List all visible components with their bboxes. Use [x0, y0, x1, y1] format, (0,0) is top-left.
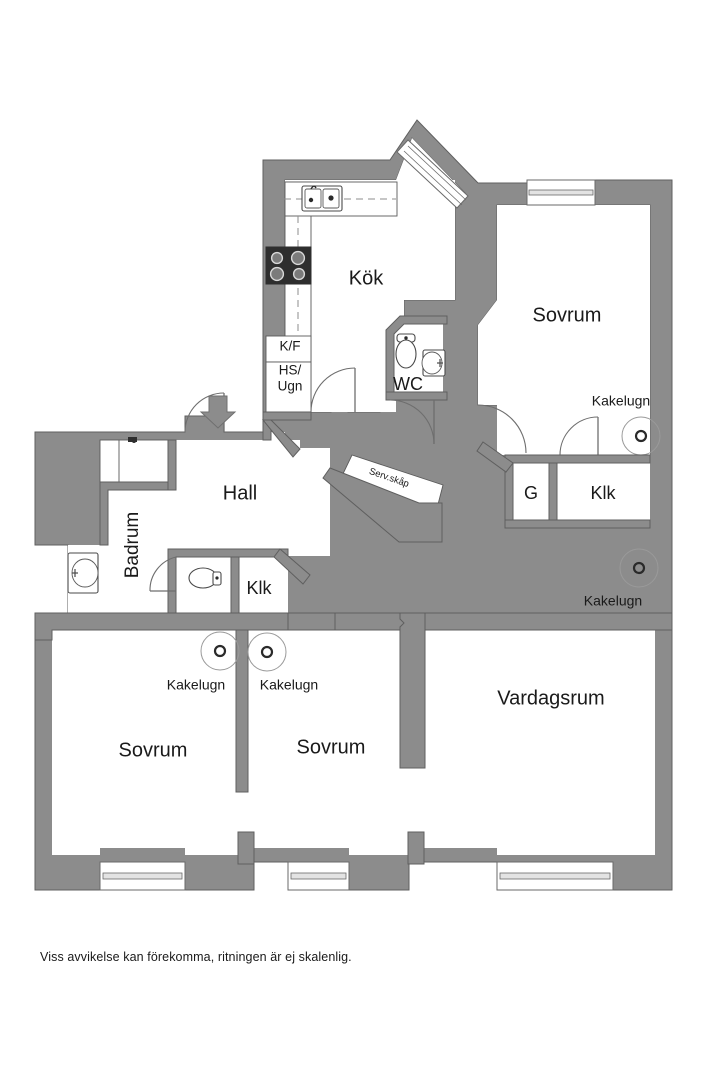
south-bedroom-partition	[235, 629, 249, 793]
hall-klk-angled-wall	[273, 548, 311, 585]
window-south-3	[496, 861, 614, 891]
hall-wc-door	[149, 556, 177, 592]
bathroom-area	[67, 437, 185, 613]
appliance-label-ugn: Ugn	[278, 379, 303, 394]
east-closets-wall-south	[504, 519, 651, 529]
window-bedroom-ne-north	[526, 179, 596, 206]
toilet-icon	[395, 333, 417, 369]
bathroom-partition-east	[167, 439, 177, 491]
g-klk-partition	[548, 462, 558, 521]
appliance-label-hs: HS/	[279, 363, 302, 378]
room-label-g: G	[524, 483, 538, 503]
east-closets-floor	[511, 463, 650, 520]
vardagsrum-west-partition	[399, 612, 426, 769]
south-wall-pilasters	[237, 831, 425, 865]
stove-label-kakelugn-s: Kakelugn	[260, 677, 318, 693]
room-label-hall: Hall	[223, 482, 257, 504]
wc-door	[389, 399, 435, 445]
room-label-badrum: Badrum	[122, 512, 143, 579]
bathtub-fitting-icon	[128, 437, 137, 443]
bedroom-ne-klk-door	[559, 416, 599, 456]
dishwasher-oven-box	[265, 361, 312, 413]
bathroom-washbasin-icon	[67, 552, 99, 594]
stove-label-kakelugn-e: Kakelugn	[584, 593, 642, 609]
cooktop-icon	[265, 246, 312, 285]
bathtub-icon	[99, 439, 169, 483]
south-wall-north-right	[334, 612, 673, 631]
kitchen-sink-icon	[301, 185, 343, 212]
appliance-label-kf: K/F	[279, 339, 300, 354]
south-rooms-area	[34, 612, 673, 855]
east-closets-area	[476, 441, 659, 588]
kitchen-floor-east	[380, 180, 455, 324]
kitchen-area	[265, 138, 465, 413]
bedroom-ne-area	[477, 205, 661, 456]
room-label-klk-east: Klk	[590, 483, 616, 503]
room-label-wc: WC	[393, 374, 423, 394]
disclaimer-note: Viss avvikelse kan förekomma, ritningen …	[40, 950, 352, 964]
room-label-vardagsrum: Vardagsrum	[497, 687, 604, 709]
hall-wc-partition	[230, 556, 240, 614]
serv-skap-cabinet	[322, 454, 444, 543]
room-label-kok: Kök	[349, 267, 384, 289]
wc-area	[385, 315, 448, 445]
windows	[99, 139, 614, 891]
pilaster-1	[237, 831, 255, 865]
kakelugn-s-icon	[247, 632, 287, 672]
hall-floor	[185, 432, 330, 556]
room-labels: Kök Sovrum Hall WC Badrum Klk Klk G Sovr…	[119, 267, 617, 761]
bedroom-ne-hall-door	[477, 404, 527, 454]
stove-label-kakelugn-ne: Kakelugn	[592, 393, 650, 409]
hall-wc-klk-area	[149, 548, 311, 614]
kakelugn-sw-icon	[200, 631, 240, 671]
window-kitchen-bay	[396, 139, 469, 209]
washbasin-icon	[421, 349, 446, 377]
window-south-2	[287, 861, 350, 891]
bedroom-ne-floor-west	[478, 205, 560, 455]
stove-labels: Kakelugn Kakelugn Kakelugn Kakelugn	[167, 393, 650, 693]
kitchen-door	[310, 367, 356, 413]
wc-wall-south	[385, 391, 448, 401]
entrance-door	[184, 392, 237, 433]
window-south-1	[99, 861, 186, 891]
south-floor	[52, 630, 655, 855]
room-label-sovrum-ne: Sovrum	[533, 304, 602, 326]
hall-area	[184, 392, 444, 556]
hall-wc-floor	[168, 556, 288, 613]
hall-angled-wall-stub	[261, 419, 301, 458]
room-label-sovrum-sw: Sovrum	[119, 739, 188, 761]
room-label-klk-hall: Klk	[246, 578, 272, 598]
stove-label-kakelugn-sw: Kakelugn	[167, 677, 225, 693]
room-label-sovrum-s: Sovrum	[297, 736, 366, 758]
down-arrow-icon	[199, 395, 237, 429]
pilaster-2	[407, 831, 425, 865]
kakelugn-east-icon	[619, 548, 659, 588]
east-closet-angled-wall	[476, 441, 514, 473]
fridge-freezer-box	[265, 335, 312, 363]
hall-toilet-icon	[188, 567, 222, 589]
